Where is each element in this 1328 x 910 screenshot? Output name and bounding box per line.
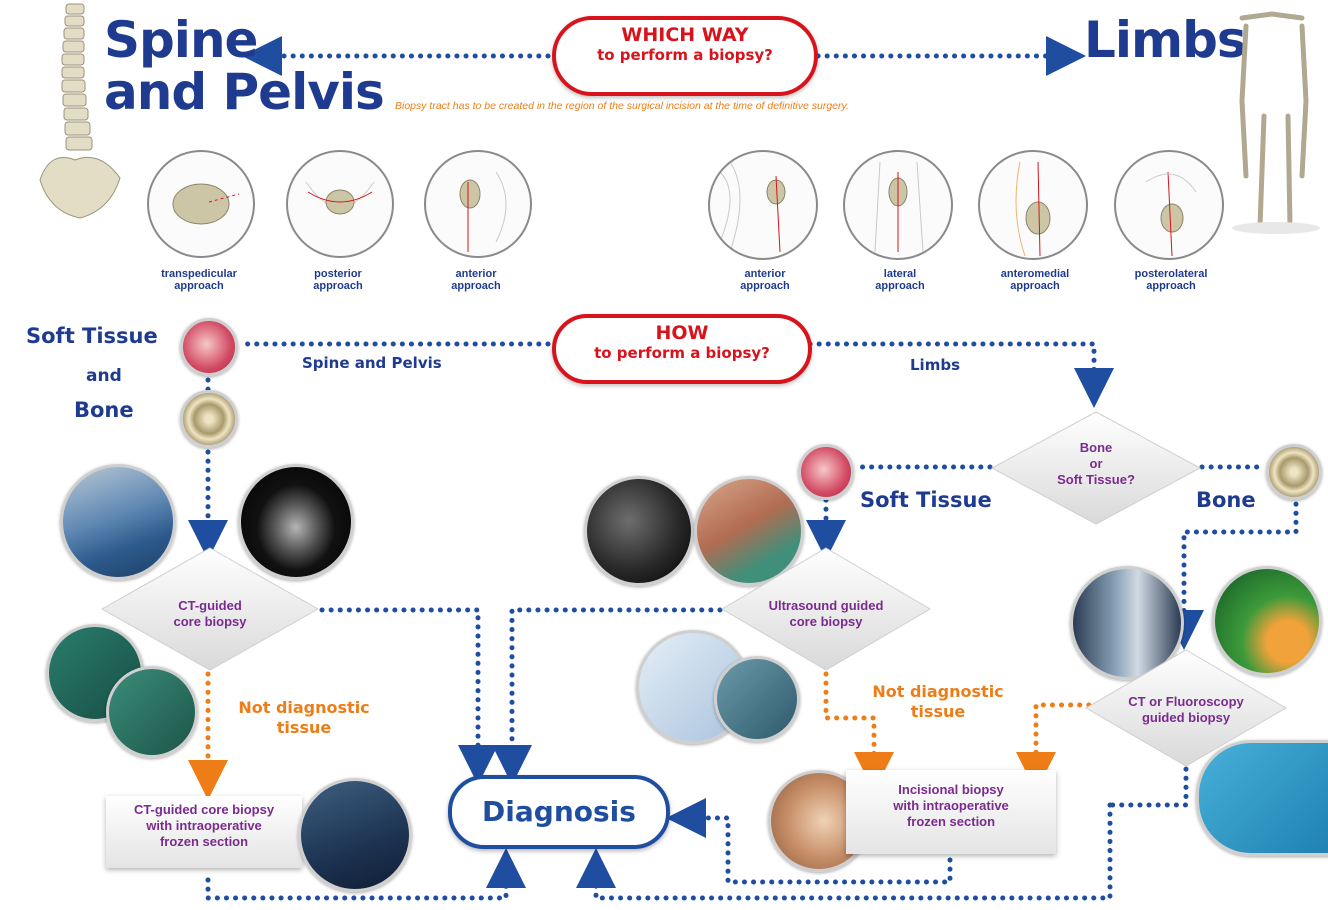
core-biopsy-needle-photo — [106, 666, 198, 758]
spine-skeleton-illustration — [30, 0, 130, 240]
anteromedial-approach-illustration — [978, 150, 1088, 260]
posterolateral-approach-label: posterolateralapproach — [1116, 268, 1226, 292]
label-line: CT-guided core biopsy — [106, 802, 302, 818]
ultrasound-image — [584, 476, 694, 586]
approach-label-line: approach — [710, 280, 820, 292]
label-line: Not diagnostic — [224, 698, 384, 718]
approach-label-line: anterior — [421, 268, 531, 280]
label-line: Ultrasound guided — [752, 598, 900, 614]
approach-label-line: lateral — [845, 268, 955, 280]
incisional-biopsy-box: Incisional biopsy with intraoperative fr… — [846, 770, 1056, 854]
ct-guided-frozen-section-box: CT-guided core biopsy with intraoperativ… — [106, 796, 302, 868]
right-soft-tissue-sample-image — [798, 444, 854, 500]
bone-label: Bone — [74, 398, 134, 422]
approach-label-line: approach — [283, 280, 393, 292]
label-line: core biopsy — [752, 614, 900, 630]
approach-label-line: transpedicular — [144, 268, 254, 280]
diagnosis-node: Diagnosis — [448, 775, 670, 849]
approach-label-line: approach — [845, 280, 955, 292]
branch-label-limbs: Limbs — [910, 356, 960, 374]
approach-label-line: posterolateral — [1116, 268, 1226, 280]
soft-tissue-label: Soft Tissue — [26, 324, 158, 348]
anterior-pelvis-approach-illustration — [424, 150, 532, 258]
spine-pelvis-title: Spine and Pelvis — [104, 14, 384, 118]
label-line: core biopsy — [140, 614, 280, 630]
label-line: tissue — [224, 718, 384, 738]
label-line: CT-guided — [140, 598, 280, 614]
biopsy-tract-note: Biopsy tract has to be created in the re… — [395, 100, 995, 112]
approach-label-line: approach — [980, 280, 1090, 292]
approach-label-line: posterior — [283, 268, 393, 280]
approach-label-line: approach — [144, 280, 254, 292]
soft-tissue-sample-image — [180, 318, 238, 376]
operating-room-photo — [298, 778, 412, 892]
label-line: tissue — [858, 702, 1018, 722]
lateral-approach-illustration — [843, 150, 953, 260]
transpedicular-approach-illustration — [147, 150, 255, 258]
label-line: Bone — [1036, 440, 1156, 456]
posterolateral-approach-illustration — [1114, 150, 1224, 260]
right-bone-label: Bone — [1196, 488, 1256, 512]
how-subheading: to perform a biopsy? — [556, 344, 808, 362]
label-line: with intraoperative — [846, 798, 1056, 814]
how-heading: HOW — [556, 322, 808, 344]
limbs-skeleton-illustration — [1232, 6, 1328, 236]
right-bone-sample-image — [1266, 444, 1322, 500]
label-line: Incisional biopsy — [846, 782, 1056, 798]
spine-title-line1: Spine — [104, 14, 384, 66]
how-pill: HOW to perform a biopsy? — [552, 314, 812, 384]
which-way-heading: WHICH WAY — [556, 24, 814, 46]
ct-to-diagnosis — [322, 610, 478, 765]
label-line: with intraoperative — [106, 818, 302, 834]
approach-label-line: approach — [1116, 280, 1226, 292]
spine-title-line2: and Pelvis — [104, 66, 384, 118]
which-way-pill: WHICH WAY to perform a biopsy? — [552, 16, 818, 96]
limbs-title: Limbs — [1084, 14, 1246, 66]
bone-or-soft-tissue-label: Bone or Soft Tissue? — [1036, 440, 1156, 488]
label-line: frozen section — [106, 834, 302, 850]
right-soft-tissue-label: Soft Tissue — [860, 488, 992, 512]
label-line: guided biopsy — [1108, 710, 1264, 726]
approach-label-line: approach — [421, 280, 531, 292]
branch-label-spine-pelvis: Spine and Pelvis — [302, 354, 442, 372]
label-line: frozen section — [846, 814, 1056, 830]
which-way-subheading: to perform a biopsy? — [556, 46, 814, 64]
label-line: or — [1036, 456, 1156, 472]
biopsy-needle-drape-photo — [1196, 740, 1328, 856]
and-label: and — [86, 366, 122, 386]
label-line: Not diagnostic — [858, 682, 1018, 702]
approach-label-line: anteromedial — [980, 268, 1090, 280]
posterior-approach-illustration — [286, 150, 394, 258]
label-line: Soft Tissue? — [1036, 472, 1156, 488]
ct-fluoroscopy-label: CT or Fluoroscopyguided biopsy — [1108, 694, 1264, 726]
anterior-limb-approach-illustration — [708, 150, 818, 260]
label-line: CT or Fluoroscopy — [1108, 694, 1264, 710]
bone-sample-image — [180, 390, 238, 448]
approach-label-line: anterior — [710, 268, 820, 280]
